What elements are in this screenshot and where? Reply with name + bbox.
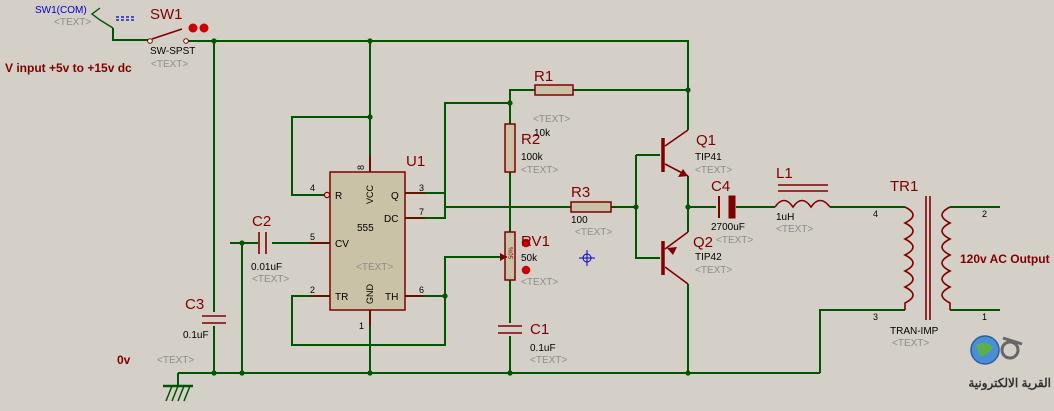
ground-symbol: [163, 373, 193, 402]
input-voltage-note: V input +5v to +15v dc: [5, 61, 132, 75]
gear-icon: [1000, 340, 1020, 360]
capacitor-c1[interactable]: C1 0.1uF <TEXT>: [498, 321, 567, 366]
u1-ref: U1: [406, 153, 425, 170]
ic-555-u1[interactable]: U1 555 <TEXT> 8 4 3 7 5 2 6 1 VCC R Q DC…: [310, 153, 425, 331]
pin-cv-name: CV: [335, 239, 349, 250]
switch-state-indicator[interactable]: [199, 23, 209, 33]
r1-ref: R1: [534, 68, 553, 85]
pin-gnd-number: 1: [359, 321, 364, 331]
tr1-ref: TR1: [890, 178, 918, 195]
r3-ref: R3: [571, 184, 590, 201]
pin-q-number: 3: [419, 183, 424, 193]
junction-dots: [211, 38, 691, 376]
switch-sw1[interactable]: SW1(COM) <TEXT> SW1 SW-SPST <TEXT>: [35, 5, 209, 70]
resistor-r1[interactable]: R1 10k <TEXT>: [533, 68, 574, 139]
pin-dc-name: DC: [384, 214, 398, 225]
c1-ref: C1: [530, 321, 549, 338]
rv1-value: 50k: [521, 253, 538, 264]
pin-vcc-number: 8: [356, 165, 366, 170]
pin-r-number: 4: [310, 183, 315, 193]
r2-ref: R2: [521, 131, 540, 148]
crosshair-icon: [579, 250, 595, 266]
site-logo: القرية الالكترونية: [968, 335, 1051, 391]
r3-text: <TEXT>: [575, 227, 612, 238]
output-voltage-note: 120v AC Output: [960, 252, 1050, 266]
q2-text: <TEXT>: [695, 265, 732, 276]
c3-value: 0.1uF: [183, 330, 209, 341]
switch-state-indicator[interactable]: [188, 23, 198, 33]
u1-text: <TEXT>: [356, 262, 393, 273]
tr1-text: <TEXT>: [892, 338, 929, 349]
c2-text: <TEXT>: [252, 274, 289, 285]
c2-ref: C2: [252, 213, 271, 230]
switch-value: SW-SPST: [150, 46, 195, 57]
c4-text: <TEXT>: [716, 235, 753, 246]
q1-value: TIP41: [695, 152, 722, 163]
transistor-q2[interactable]: Q2 TIP42 <TEXT>: [661, 231, 732, 285]
c4-ref: C4: [711, 178, 730, 195]
tr1-pin-primary-top: 4: [873, 209, 878, 219]
transistor-q1[interactable]: Q1 TIP41 <TEXT>: [661, 129, 732, 177]
switch-text: <TEXT>: [151, 59, 188, 70]
q2-value: TIP42: [695, 252, 722, 263]
ground-note: 0v: [117, 353, 131, 367]
transformer-tr1[interactable]: TR1 TRAN-IMP <TEXT> 4 3 2 1: [873, 178, 987, 349]
wrench-icon: [1002, 336, 1023, 346]
q1-text: <TEXT>: [695, 165, 732, 176]
l1-value: 1uH: [776, 212, 794, 223]
logo-text: القرية الالكترونية: [968, 376, 1051, 391]
pin-th-name: TH: [385, 292, 398, 303]
tr1-pin-secondary-top: 2: [982, 209, 987, 219]
l1-text: <TEXT>: [776, 224, 813, 235]
c2-value: 0.01uF: [251, 262, 282, 273]
pin-tr-name: TR: [335, 292, 348, 303]
q1-ref: Q1: [696, 132, 716, 149]
pin-gnd-name: GND: [365, 284, 375, 305]
rv1-ref: RV1: [521, 233, 550, 250]
r1-value: 10k: [534, 128, 551, 139]
r1-text: <TEXT>: [533, 114, 570, 125]
c4-value: 2700uF: [711, 222, 745, 233]
switch-port-text: <TEXT>: [54, 17, 91, 28]
tr1-pin-primary-bottom: 3: [873, 312, 878, 322]
resistor-r2[interactable]: R2 100k <TEXT>: [504, 123, 558, 176]
pin-r-name: R: [335, 191, 342, 202]
l1-ref: L1: [776, 165, 793, 182]
u1-part: 555: [357, 223, 374, 234]
pin-vcc-name: VCC: [365, 184, 375, 204]
pin-th-number: 6: [419, 285, 424, 295]
r3-value: 100: [571, 215, 588, 226]
rv1-decrease-handle[interactable]: [521, 265, 531, 275]
switch-port-label: SW1(COM): [35, 5, 87, 16]
rv1-text: <TEXT>: [521, 277, 558, 288]
r2-text: <TEXT>: [521, 165, 558, 176]
ground-text: <TEXT>: [157, 355, 194, 366]
wires: [112, 28, 1000, 374]
inductor-l1[interactable]: L1 1uH <TEXT>: [774, 165, 831, 235]
capacitor-c3[interactable]: C3 0.1uF: [183, 296, 226, 341]
tr1-value: TRAN-IMP: [890, 326, 939, 337]
tr1-pin-secondary-bottom: 1: [982, 312, 987, 322]
capacitor-c4[interactable]: C4 2700uF <TEXT>: [711, 178, 753, 246]
rv1-percent: 50%: [509, 246, 515, 259]
q2-ref: Q2: [693, 234, 713, 251]
c3-ref: C3: [185, 296, 204, 313]
pin-tr-number: 2: [310, 285, 315, 295]
c1-value: 0.1uF: [530, 343, 556, 354]
pin-cv-number: 5: [310, 232, 315, 242]
r2-value: 100k: [521, 152, 544, 163]
switch-ref: SW1: [150, 6, 183, 23]
rv1-increase-handle[interactable]: [521, 238, 531, 248]
capacitor-c2[interactable]: C2 0.01uF <TEXT>: [251, 213, 289, 285]
pin-dc-number: 7: [419, 207, 424, 217]
globe-land-icon: [976, 342, 993, 356]
resistor-r3[interactable]: R3 100 <TEXT>: [570, 184, 612, 238]
potentiometer-rv1[interactable]: 50% RV1 50k <TEXT>: [500, 231, 558, 288]
pin-q-name: Q: [391, 191, 399, 202]
c1-text: <TEXT>: [530, 355, 567, 366]
